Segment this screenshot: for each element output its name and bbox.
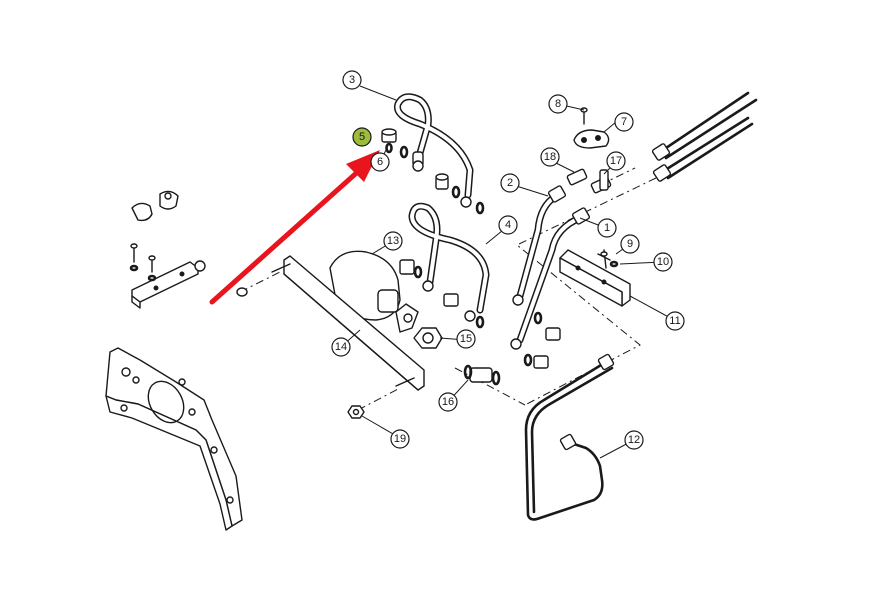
svg-text:18: 18 [544,151,556,163]
callout-9[interactable]: 9 [620,234,640,254]
callout-14[interactable]: 14 [331,337,351,357]
callout-12[interactable]: 12 [624,430,644,450]
fitting-16 [463,364,501,386]
callout-13[interactable]: 13 [383,231,403,251]
nut-19 [347,405,365,419]
hose-4 [399,202,490,329]
svg-text:17: 17 [610,155,622,167]
fittings-middle [435,173,485,215]
callout-19[interactable]: 19 [390,429,410,449]
nut-15 [413,327,443,349]
svg-text:15: 15 [460,333,472,345]
bracket-11 [559,249,631,307]
callout-8[interactable]: 8 [548,94,568,114]
svg-text:1: 1 [604,222,610,234]
callout-15[interactable]: 15 [456,329,476,349]
svg-text:19: 19 [394,433,406,445]
callout-7[interactable]: 7 [614,112,634,132]
callout-4[interactable]: 4 [498,215,518,235]
svg-text:5: 5 [359,131,365,143]
svg-text:12: 12 [628,434,640,446]
callout-10[interactable]: 10 [653,252,673,272]
svg-text:3: 3 [349,74,355,86]
callout-18[interactable]: 18 [540,147,560,167]
tube-12 [524,353,615,521]
hose-3 [394,93,474,208]
svg-text:14: 14 [335,341,347,353]
callout-16[interactable]: 16 [438,392,458,412]
bracket-left [129,243,206,309]
long-hoses [651,91,758,182]
svg-text:2: 2 [507,177,513,189]
fittings-17-18 [566,168,612,194]
callout-5[interactable]: 5 [352,127,372,147]
banjo-bolt-5 [381,128,409,159]
svg-text:8: 8 [555,98,561,110]
callout-labels: 1 2 3 4 5 6 7 8 9 10 11 12 13 14 15 16 1… [331,70,685,450]
svg-text:16: 16 [442,396,454,408]
callout-6[interactable]: 6 [370,152,390,172]
clips-left [131,190,179,222]
callout-3[interactable]: 3 [342,70,362,90]
svg-text:10: 10 [657,256,669,268]
callout-1[interactable]: 1 [597,218,617,238]
callout-11[interactable]: 11 [665,311,685,331]
accumulator-13 [329,250,419,333]
svg-text:9: 9 [627,238,633,250]
svg-text:6: 6 [377,156,383,168]
hoses-1-2 [510,185,591,369]
callout-17[interactable]: 17 [606,151,626,171]
callout-2[interactable]: 2 [500,173,520,193]
mounting-plate [105,347,243,531]
svg-text:13: 13 [387,235,399,247]
svg-text:7: 7 [621,116,627,128]
clamp-7-8 [573,107,610,149]
bracket-14 [236,255,425,391]
svg-text:11: 11 [669,315,680,327]
svg-text:4: 4 [505,219,511,231]
